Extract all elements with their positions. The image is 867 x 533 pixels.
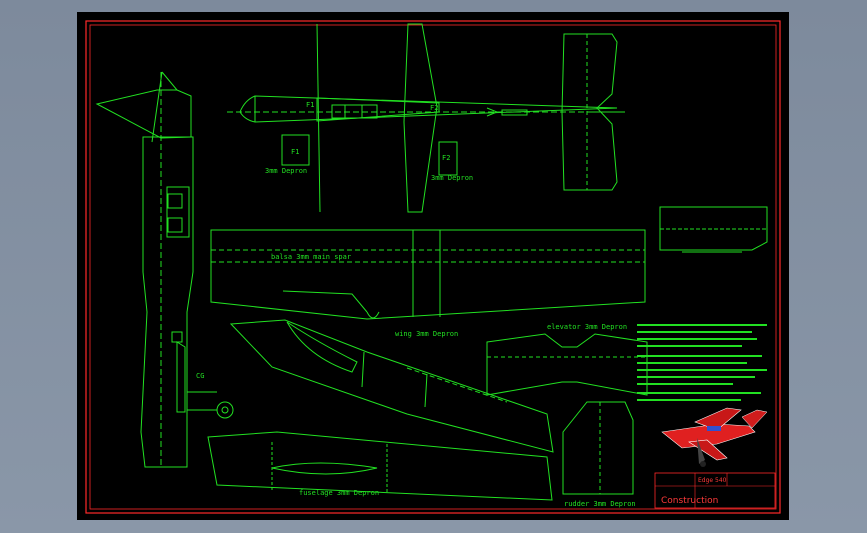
- f2-side-label: F2: [430, 104, 438, 112]
- former-f1-material: 3mm Depron: [265, 167, 307, 175]
- wing-label: wing 3mm Depron: [395, 330, 458, 338]
- fuselage-sheet-diagonal: [229, 319, 554, 453]
- former-f1-panel: [281, 134, 310, 166]
- former-f2-panel: [438, 141, 458, 176]
- notes-block: [637, 324, 767, 401]
- wing-planform: [210, 229, 646, 320]
- elevator-part: [486, 333, 648, 396]
- fuselage-bottom-sheet: [207, 431, 553, 501]
- drawing-canvas: F1 F2 F1 3mm Depron F2 3mm Depron CG: [85, 20, 781, 514]
- former-f2-material: 3mm Depron: [431, 174, 473, 182]
- main-spar-label: balsa 3mm main spar: [271, 253, 351, 261]
- fuselage-top-view: [227, 95, 625, 123]
- airplane-rendering: [661, 407, 768, 467]
- fuselage-side-view: [95, 71, 234, 468]
- rudder-part: [562, 401, 634, 495]
- title-model: Edge 540: [698, 477, 727, 484]
- f1-side-label: F1: [306, 101, 314, 109]
- drawing-sheet: F1 F2 F1 3mm Depron F2 3mm Depron CG: [77, 12, 789, 520]
- former-f1-label: F1: [291, 148, 299, 156]
- title-section: Construction: [661, 496, 718, 506]
- title-block: [654, 472, 776, 509]
- outer-border: [85, 20, 781, 514]
- rudder-label: rudder 3mm Depron: [564, 500, 636, 508]
- stabilizer-top-view: [561, 33, 625, 191]
- wing-top-projection: [316, 23, 438, 213]
- former-f2-label: F2: [442, 154, 450, 162]
- elevator-label: elevator 3mm Depron: [547, 323, 627, 331]
- fuselage-label: fuselage 3mm Depron: [299, 489, 379, 497]
- aileron-part: [659, 206, 768, 253]
- inner-border: [89, 24, 777, 510]
- cg-label: CG: [196, 372, 204, 380]
